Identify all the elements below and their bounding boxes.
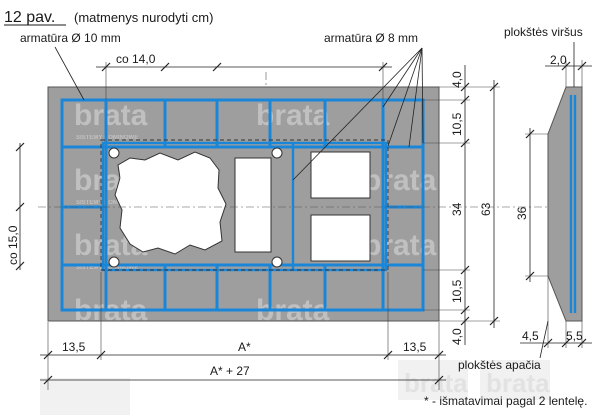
svg-text:brata: brata [486, 368, 550, 398]
svg-text:10,5: 10,5 [450, 279, 464, 303]
slab-side-section: 2,0 36 4,5 5,5 [515, 53, 592, 348]
dim-bottom-row: 13,5 A* 13,5 [40, 272, 446, 390]
rebar-10-leader [54, 46, 85, 101]
opening-outline [100, 139, 389, 271]
svg-text:4,0: 4,0 [450, 71, 464, 88]
svg-text:36: 36 [515, 206, 529, 220]
dim-co-14: co 14,0 [96, 52, 392, 100]
watermark-background: brata brata [40, 360, 550, 415]
units-note: (matmenys nurodyti cm) [74, 10, 213, 25]
svg-text:4,5: 4,5 [522, 329, 539, 343]
rebar-grid-outer [60, 98, 425, 312]
svg-text:A* + 27: A* + 27 [210, 364, 250, 378]
rod-hole [271, 147, 283, 159]
svg-text:co 14,0: co 14,0 [116, 52, 156, 66]
svg-text:2,0: 2,0 [550, 53, 567, 67]
svg-text:34: 34 [450, 202, 464, 216]
slab-bottom-label: plokštės apačia [458, 358, 541, 372]
square-opening-top [310, 151, 371, 199]
rod-hole [271, 256, 283, 268]
svg-text:63: 63 [479, 202, 493, 216]
square-opening-bottom [310, 214, 371, 262]
dim-right-column: 4,0 10,5 34 63 10,5 4,0 [423, 65, 500, 345]
slab-bottom-leader [539, 320, 549, 359]
slab-top-label: plokštės viršus [504, 25, 583, 39]
svg-text:A*: A* [238, 340, 251, 354]
svg-text:brata: brata [118, 166, 192, 199]
rod-hole [108, 256, 120, 268]
svg-text:5,5: 5,5 [566, 329, 583, 343]
svg-text:10,5: 10,5 [450, 112, 464, 136]
dim-co-15: co 15,0 [6, 142, 25, 271]
rebar-8-leaders [292, 47, 424, 181]
svg-text:brata: brata [256, 99, 330, 132]
svg-text:brata: brata [363, 229, 437, 262]
flue-opening [114, 151, 227, 255]
rebar-10-label: armatūra Ø 10 mm [20, 31, 121, 45]
svg-text:brata: brata [363, 164, 437, 197]
rod-hole [108, 147, 120, 159]
dim-total-width: A* + 27 [40, 364, 446, 385]
svg-text:brata: brata [74, 99, 148, 132]
vent-opening [234, 157, 272, 253]
rebar-8-label: armatūra Ø 8 mm [324, 31, 418, 45]
svg-text:4,0: 4,0 [450, 328, 464, 345]
svg-text:13,5: 13,5 [62, 340, 86, 354]
svg-text:co 15,0: co 15,0 [6, 225, 20, 265]
figure-number: 12 pav. [4, 9, 55, 26]
footnote: * - išmatavimai pagal 2 lentelę. [424, 394, 587, 408]
svg-text:13,5: 13,5 [403, 340, 427, 354]
